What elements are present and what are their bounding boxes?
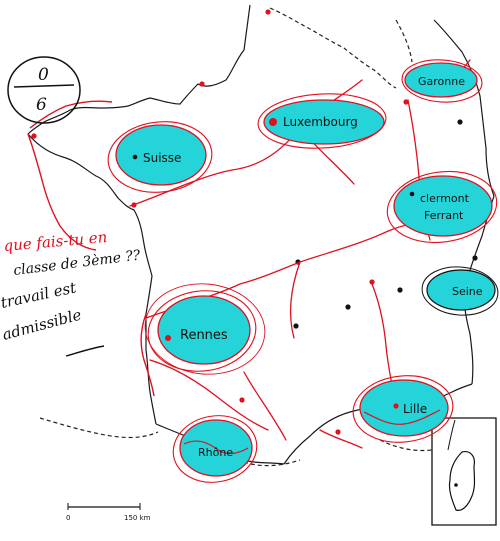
city-dots bbox=[293, 119, 478, 329]
label-rhone: Rhône bbox=[198, 446, 233, 459]
grade-denominator: 6 bbox=[36, 95, 47, 115]
comment-line4: admissible bbox=[0, 305, 83, 343]
bubble-suisse: Suisse bbox=[107, 121, 213, 193]
bubble-lille: Lille bbox=[352, 375, 454, 443]
grade-numerator: 0 bbox=[38, 65, 49, 85]
label-lille: Lille bbox=[403, 402, 427, 416]
scale-bar: 0 150 km bbox=[66, 503, 151, 522]
label-luxembourg: Luxembourg bbox=[283, 115, 358, 129]
scale-end: 150 km bbox=[124, 514, 151, 522]
label-seine: Seine bbox=[452, 285, 483, 298]
comment-line3: travail est bbox=[0, 278, 79, 312]
grade-mark: 0 6 bbox=[7, 56, 81, 124]
red-traced-coast bbox=[27, 100, 155, 397]
red-city-dots bbox=[31, 9, 423, 435]
bubble-rhone: Rhône bbox=[172, 415, 258, 483]
bubble-seine: Seine bbox=[421, 266, 499, 316]
bubble-clermont-ferrant: clermont Ferrant bbox=[386, 170, 498, 244]
bubble-rennes: Rennes bbox=[144, 283, 266, 375]
corsica-island bbox=[448, 451, 476, 511]
dashed-borders bbox=[39, 7, 433, 467]
corsica-inset bbox=[431, 417, 497, 526]
label-clermont-line1: clermont bbox=[420, 192, 470, 205]
comment-underline bbox=[65, 345, 105, 357]
bubble-luxembourg: Luxembourg bbox=[257, 93, 387, 149]
label-clermont-line2: Ferrant bbox=[424, 209, 464, 222]
bubble-garonne: Garonne bbox=[401, 59, 483, 103]
scale-start: 0 bbox=[66, 514, 70, 522]
label-suisse: Suisse bbox=[143, 151, 181, 165]
label-rennes: Rennes bbox=[180, 328, 228, 343]
comment-line1: que fais-tu en bbox=[3, 228, 108, 255]
label-garonne: Garonne bbox=[418, 75, 465, 88]
teacher-comment: que fais-tu en classe de 3ème ?? travail… bbox=[0, 228, 142, 357]
